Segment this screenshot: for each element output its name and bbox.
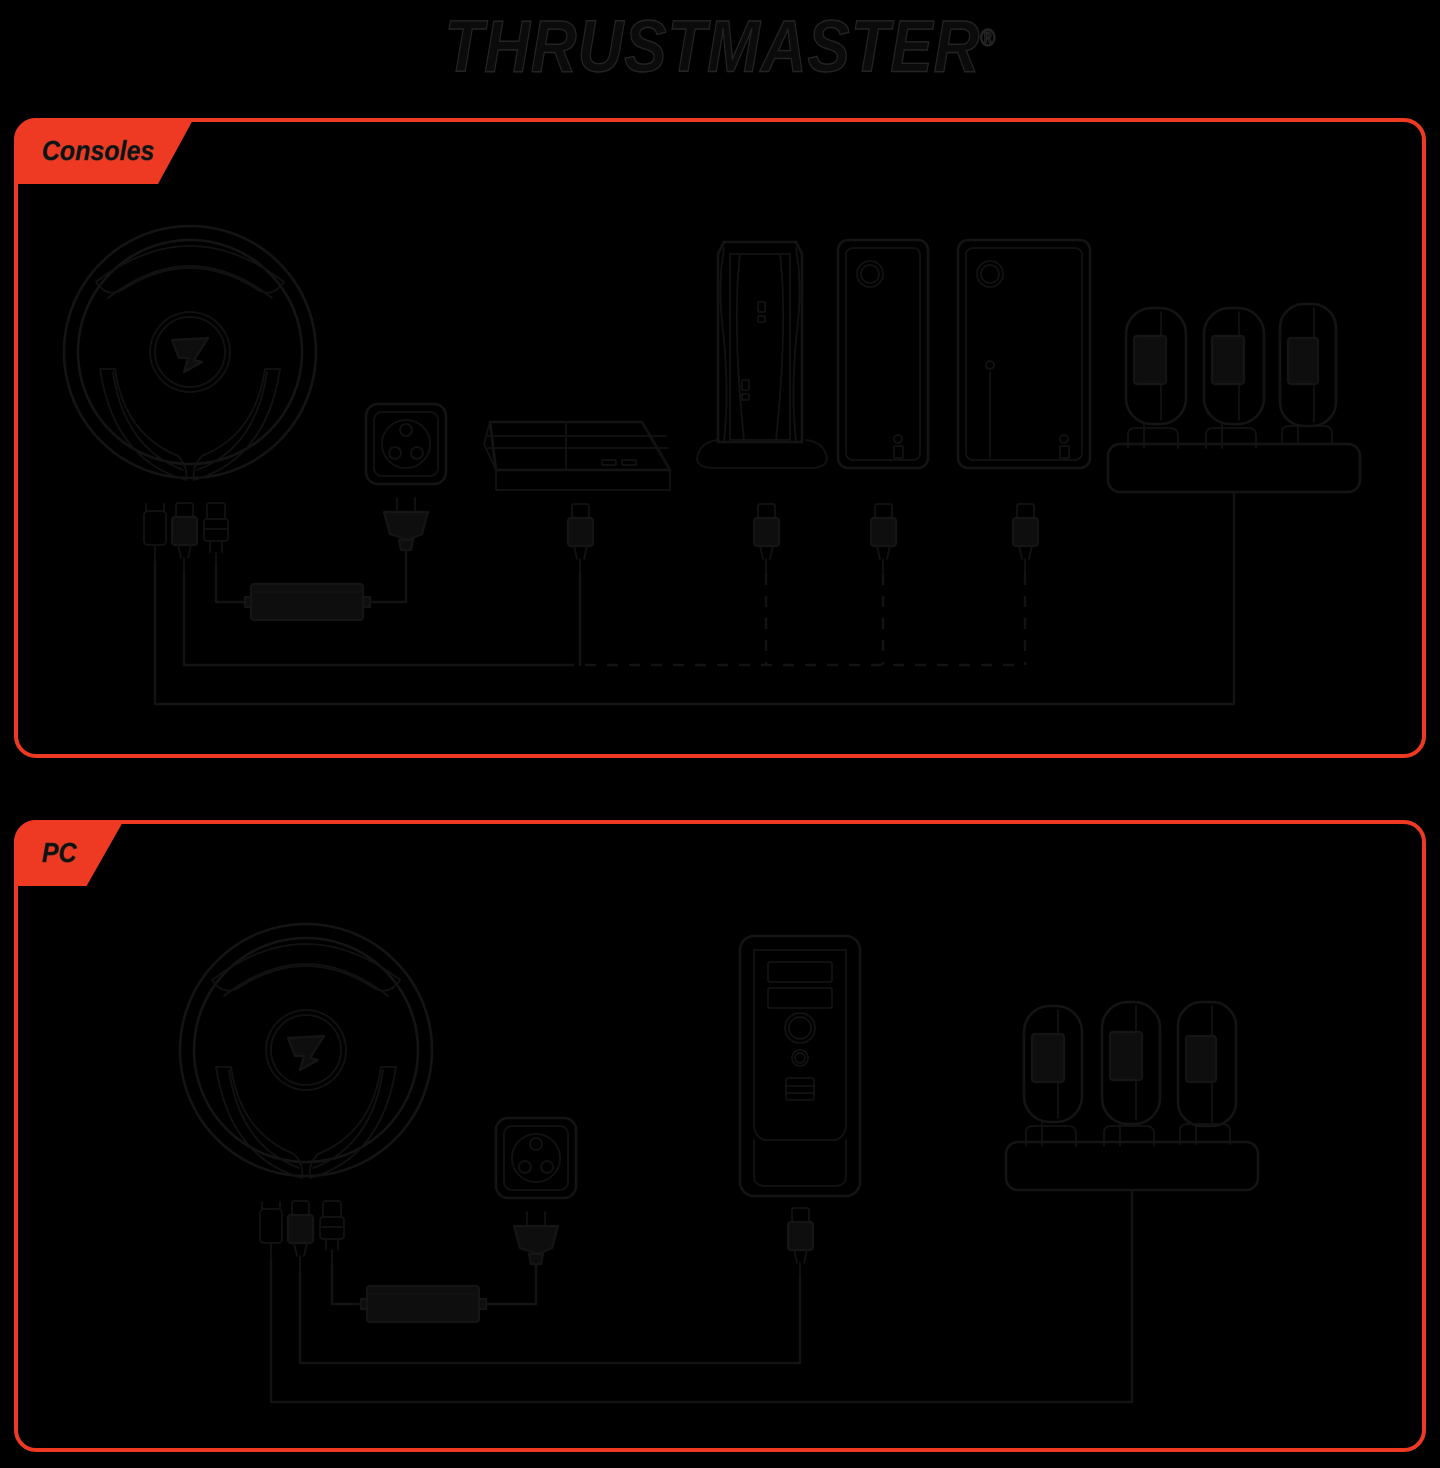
device-pc-tower [738, 934, 862, 1198]
connector-usb-ps5 [752, 503, 781, 575]
device-xbox-series-s [836, 238, 930, 470]
device-pedal-set [1106, 302, 1362, 706]
wheel-hub-logo-icon [286, 1034, 326, 1072]
panel-tag-consoles: Consoles [14, 118, 194, 184]
connector-dc-power [319, 1200, 345, 1265]
cable-wheel-to-pedals [269, 1258, 1134, 1404]
device-playstation-4 [483, 420, 672, 491]
wheel-hub-logo-icon [170, 336, 210, 374]
pc-scene [18, 824, 1422, 1448]
connector-usb [170, 502, 199, 575]
panel-pc: PC [14, 820, 1426, 1452]
consoles-scene [18, 122, 1422, 754]
panel-consoles: Consoles [14, 118, 1426, 758]
panel-tag-pc-label: PC [42, 836, 77, 869]
cable-wheel-to-pedals [153, 560, 1236, 706]
device-racing-wheel [178, 922, 434, 1179]
connector-usb-pc [786, 1207, 815, 1279]
brand-header: THRUSTMASTER® [0, 0, 1440, 96]
accessory-power-supply-brick [358, 1284, 489, 1324]
device-xbox-series-x [956, 238, 1092, 470]
connector-usb-xbox-x [1011, 503, 1040, 575]
device-pedal-set [1004, 1000, 1260, 1404]
registered-trademark-icon: ® [979, 25, 996, 52]
cable-wheel-to-power-supply [214, 564, 245, 604]
connector-dc-power [203, 502, 229, 567]
brand-wordmark-text: THRUSTMASTER [443, 6, 980, 89]
connector-pedal-port [259, 1201, 283, 1261]
panel-tag-consoles-label: Consoles [42, 134, 155, 167]
device-racing-wheel [62, 224, 318, 481]
device-playstation-5 [696, 240, 828, 469]
accessory-ac-plug [370, 497, 430, 604]
device-power-outlet [364, 402, 448, 486]
cable-wheel-to-power-supply [330, 1262, 361, 1306]
connector-usb-xbox-s [869, 503, 898, 575]
device-power-outlet [494, 1116, 578, 1200]
connector-usb [286, 1200, 315, 1273]
cable-wheel-to-pc [298, 1270, 802, 1365]
thrustmaster-logo: THRUSTMASTER® [443, 10, 996, 85]
connector-usb-ps4 [566, 503, 595, 575]
cable-wheel-to-console-spine [182, 572, 565, 667]
accessory-power-supply-brick [242, 582, 373, 622]
connector-pedal-port [143, 503, 167, 563]
accessory-ac-plug [486, 1211, 560, 1306]
panel-tag-pc: PC [14, 820, 124, 886]
